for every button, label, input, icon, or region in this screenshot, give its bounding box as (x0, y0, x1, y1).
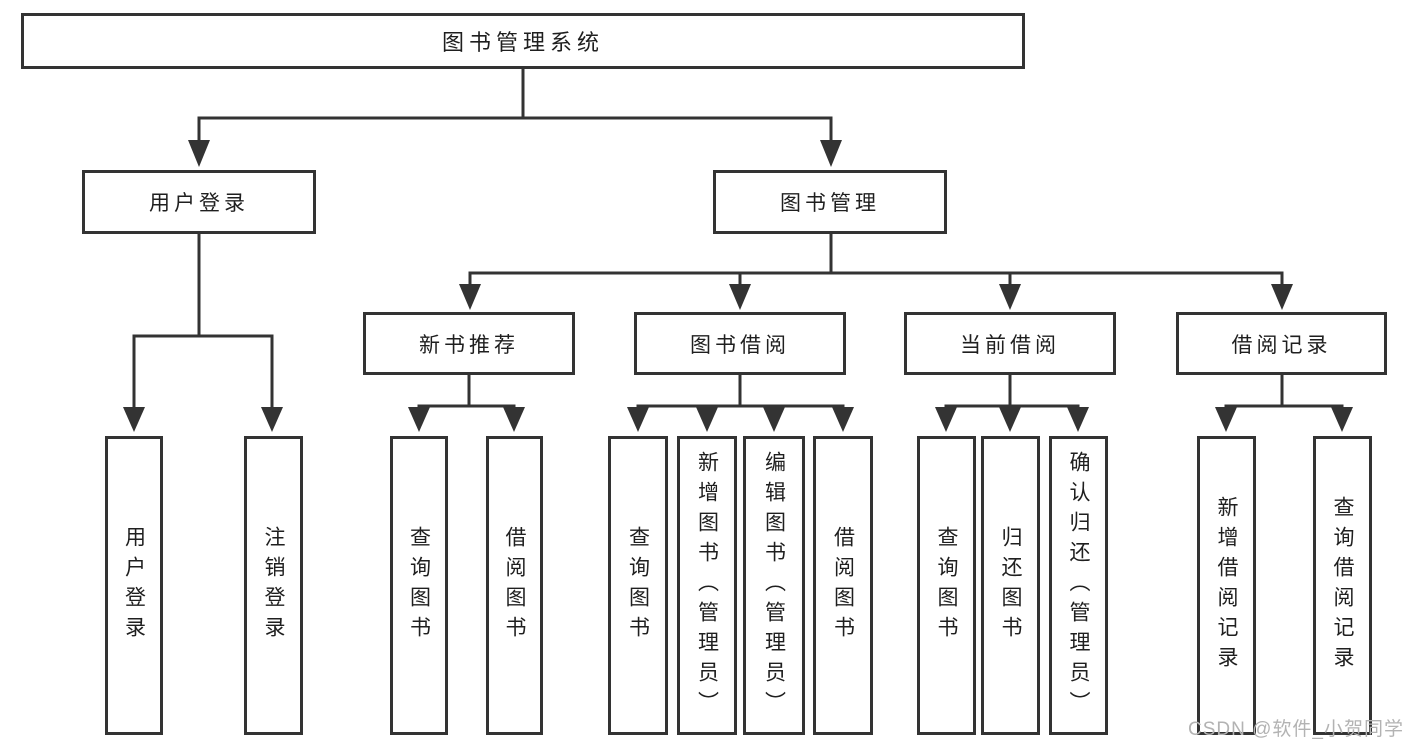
connector-root-split (197, 69, 833, 141)
arrowhead (627, 407, 649, 432)
leaf-borrow-query-books-label: 查询图书 (626, 525, 650, 646)
leaf-recommend-borrow-books-label: 借阅图书 (503, 525, 526, 646)
node-current-borrow-label: 当前借阅 (960, 333, 1060, 357)
leaf-recommend-query-books-label: 查询图书 (407, 525, 431, 646)
leaf-borrow-query-books: 查询图书 (608, 436, 668, 735)
node-user-login-label: 用户登录 (149, 192, 249, 215)
node-book-management: 图书管理 (713, 170, 947, 234)
arrowhead (696, 407, 718, 432)
leaf-recommend-borrow-books: 借阅图书 (486, 436, 543, 735)
connector-book-borrow-split (636, 375, 845, 408)
arrowhead (459, 284, 481, 310)
node-book-borrow-label: 图书借阅 (690, 333, 790, 357)
node-root: 图书管理系统 (21, 13, 1025, 69)
node-borrow-records: 借阅记录 (1176, 312, 1387, 375)
arrowhead (999, 284, 1021, 310)
leaf-borrow-books-label: 借阅图书 (831, 525, 855, 646)
node-new-book-recommend-label: 新书推荐 (419, 333, 519, 357)
leaf-current-query-books: 查询图书 (917, 436, 976, 735)
arrowhead (999, 407, 1021, 432)
leaf-logout-label: 注销登录 (262, 525, 285, 646)
leaf-query-borrow-record: 查询借阅记录 (1313, 436, 1372, 735)
arrowhead (503, 407, 525, 432)
node-current-borrow: 当前借阅 (904, 312, 1116, 375)
arrowhead (1271, 284, 1293, 310)
leaf-user-login: 用户登录 (105, 436, 163, 735)
arrowhead (832, 407, 854, 432)
arrowhead (763, 407, 785, 432)
node-user-login: 用户登录 (82, 170, 316, 234)
leaf-add-books-admin-label: 新增图书（管理员） (695, 450, 719, 721)
leaf-logout: 注销登录 (244, 436, 303, 735)
node-root-label: 图书管理系统 (441, 30, 604, 55)
leaf-add-borrow-record-label: 新增借阅记录 (1215, 495, 1238, 676)
leaf-user-login-label: 用户登录 (122, 525, 146, 646)
arrowhead (261, 407, 283, 432)
arrowhead (408, 407, 430, 432)
arrowhead (729, 284, 751, 310)
node-new-book-recommend: 新书推荐 (363, 312, 575, 375)
node-borrow-records-label: 借阅记录 (1231, 333, 1332, 357)
leaf-query-borrow-record-label: 查询借阅记录 (1331, 495, 1354, 676)
connector-book-management-split (468, 234, 1284, 285)
arrowhead (188, 140, 210, 167)
leaf-return-books: 归还图书 (981, 436, 1040, 735)
leaf-edit-books-admin-label: 编辑图书（管理员） (762, 450, 786, 721)
leaf-return-books-label: 归还图书 (999, 525, 1022, 646)
arrowhead (1215, 407, 1237, 432)
leaf-add-books-admin: 新增图书（管理员） (677, 436, 737, 735)
connector-new-book-recommend-split (417, 375, 516, 408)
node-book-borrow: 图书借阅 (634, 312, 846, 375)
connector-borrow-records-split (1224, 375, 1344, 408)
connector-user-login-split (132, 234, 274, 407)
node-book-management-label: 图书管理 (780, 192, 880, 215)
arrowhead (935, 407, 957, 432)
leaf-recommend-query-books: 查询图书 (390, 436, 448, 735)
leaf-borrow-books: 借阅图书 (813, 436, 873, 735)
arrowhead (820, 140, 842, 167)
leaf-edit-books-admin: 编辑图书（管理员） (743, 436, 805, 735)
leaf-confirm-return-admin: 确认归还（管理员） (1049, 436, 1108, 735)
watermark: CSDN @软件_小贺同学 (1188, 719, 1404, 740)
leaf-current-query-books-label: 查询图书 (935, 525, 958, 646)
leaf-confirm-return-admin-label: 确认归还（管理员） (1067, 450, 1090, 721)
arrowhead (123, 407, 145, 432)
arrowhead (1331, 407, 1353, 432)
arrowhead (1067, 407, 1089, 432)
connector-current-borrow-split (944, 375, 1080, 408)
leaf-add-borrow-record: 新增借阅记录 (1197, 436, 1256, 735)
